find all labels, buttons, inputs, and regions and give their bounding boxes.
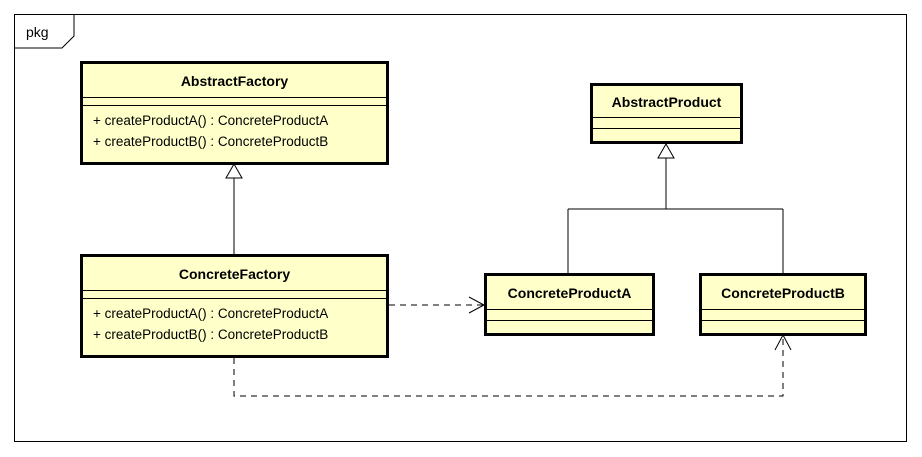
operation: + createProductA() : ConcreteProductA bbox=[93, 306, 329, 321]
operations-compartment bbox=[593, 128, 740, 129]
class-concrete-product-b[interactable]: ConcreteProductB bbox=[699, 273, 867, 336]
class-name: ConcreteProductA bbox=[507, 284, 632, 301]
operation: + createProductB() : ConcreteProductB bbox=[93, 134, 329, 149]
attributes-compartment bbox=[83, 290, 386, 298]
attributes-compartment bbox=[83, 97, 386, 105]
class-name: ConcreteFactory bbox=[178, 265, 291, 282]
operation: + createProductB() : ConcreteProductB bbox=[93, 327, 329, 342]
class-name: AbstractProduct bbox=[611, 93, 722, 110]
class-concrete-factory[interactable]: ConcreteFactory + createProductA() : Con… bbox=[80, 254, 389, 358]
attributes-compartment bbox=[593, 117, 740, 128]
class-abstract-factory[interactable]: AbstractFactory + createProductA() : Con… bbox=[80, 61, 389, 165]
attributes-compartment bbox=[487, 309, 652, 320]
operations-compartment: + createProductA() : ConcreteProductA + … bbox=[83, 105, 386, 152]
package-label: pkg bbox=[26, 24, 49, 40]
operations-compartment bbox=[487, 320, 652, 321]
generalization-factory bbox=[225, 162, 243, 254]
dependency-product-a bbox=[389, 296, 486, 314]
class-abstract-product[interactable]: AbstractProduct bbox=[590, 83, 743, 144]
operations-compartment bbox=[702, 320, 864, 321]
operation: + createProductA() : ConcreteProductA bbox=[93, 113, 329, 128]
class-name: ConcreteProductB bbox=[721, 284, 845, 301]
attributes-compartment bbox=[702, 309, 864, 320]
generalization-products bbox=[567, 142, 784, 273]
class-name: AbstractFactory bbox=[180, 72, 289, 89]
package-frame bbox=[14, 14, 907, 442]
class-concrete-product-a[interactable]: ConcreteProductA bbox=[484, 273, 655, 336]
operations-compartment: + createProductA() : ConcreteProductA + … bbox=[83, 298, 386, 345]
